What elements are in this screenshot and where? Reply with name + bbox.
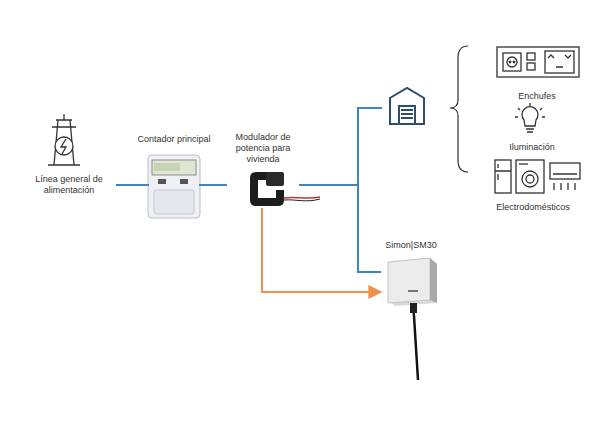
appliances-icon xyxy=(495,160,580,193)
sockets-icon xyxy=(513,61,515,63)
charger-node: Simon|SM30 xyxy=(381,240,441,308)
node-label: Simon|SM30 xyxy=(384,240,437,251)
house-icon xyxy=(390,88,424,124)
bulb-icon xyxy=(515,103,545,132)
sockets-icon xyxy=(527,53,535,60)
charger-image xyxy=(413,304,418,380)
node-label: Modulador de potencia para vivienda xyxy=(227,132,299,164)
control-signal xyxy=(262,208,381,292)
clamp-image xyxy=(266,172,284,186)
node-label: Línea general de alimentación xyxy=(22,174,116,196)
charger-image xyxy=(430,258,437,303)
clamp-image xyxy=(284,197,320,198)
meter-node: Contador principal xyxy=(130,134,218,220)
sockets-icon xyxy=(497,47,579,77)
meter-image xyxy=(158,179,166,184)
clamp-image xyxy=(250,172,284,206)
supply-line xyxy=(130,184,149,186)
meter-image xyxy=(148,155,200,218)
supply-line xyxy=(218,184,227,186)
house-icon xyxy=(401,110,413,118)
appliances-icon xyxy=(526,175,534,183)
appliances-icon xyxy=(553,174,577,190)
charger-image xyxy=(388,258,437,380)
node-label: Enchufes xyxy=(517,91,557,102)
clamp-image xyxy=(250,172,320,206)
sockets-icon xyxy=(548,55,571,67)
supply-line xyxy=(116,184,130,186)
node-label: Electrodomésticos xyxy=(495,202,571,213)
meter-image xyxy=(148,155,200,218)
clamp-node: Modulador de potencia para vivienda xyxy=(227,132,299,208)
pylon-icon xyxy=(48,114,80,165)
pylon-icon xyxy=(48,114,80,165)
meter-image xyxy=(154,190,194,214)
pylon-icon xyxy=(61,139,66,154)
charger-image xyxy=(388,258,437,306)
meter-image xyxy=(154,163,180,171)
charger-image xyxy=(410,303,417,313)
bulb-icon xyxy=(526,129,534,132)
lighting-node: Iluminación xyxy=(497,101,567,153)
sockets-icon xyxy=(503,53,521,71)
appliances-icon xyxy=(519,163,528,164)
appliances-icon xyxy=(522,171,538,187)
appliances-icon xyxy=(495,160,511,193)
house-icon xyxy=(399,106,415,124)
appliances-icon xyxy=(495,164,511,180)
pylon-node: Línea general de alimentación xyxy=(22,116,116,196)
charger-image xyxy=(408,290,418,292)
node-label: Iluminación xyxy=(508,142,556,153)
sockets-icon xyxy=(507,57,517,67)
charger-image xyxy=(388,258,430,303)
supply-line xyxy=(358,108,382,186)
sockets-icon xyxy=(545,51,574,73)
appliances-icon xyxy=(516,160,544,193)
house-icon xyxy=(390,88,424,124)
meter-image xyxy=(152,160,196,175)
clamp-image xyxy=(284,199,320,201)
sockets-icon xyxy=(527,63,535,70)
supply-line xyxy=(299,185,381,272)
sockets-icon xyxy=(497,47,579,77)
sockets-icon xyxy=(509,61,511,63)
sockets-node: Enchufes xyxy=(493,44,581,102)
appliances-icon xyxy=(550,163,580,179)
supply-line xyxy=(199,184,218,186)
appliances-node: Electrodomésticos xyxy=(484,157,582,213)
bracket xyxy=(450,46,468,172)
meter-image xyxy=(180,179,188,184)
node-label: Contador principal xyxy=(136,134,211,145)
bulb-icon xyxy=(515,103,545,117)
bulb-icon xyxy=(522,107,538,126)
pylon-icon xyxy=(55,137,73,155)
